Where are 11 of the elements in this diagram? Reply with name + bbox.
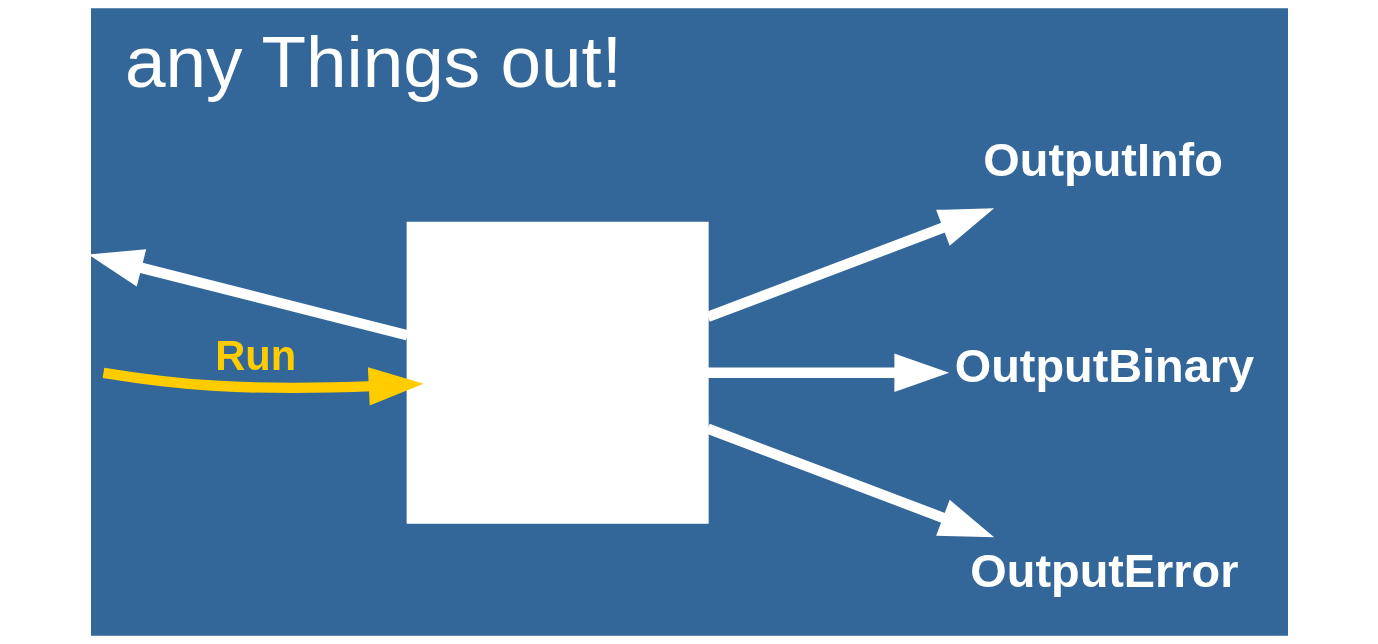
arrow — [90, 249, 409, 341]
diagram-title: any Things out! — [124, 21, 622, 103]
arrow — [705, 423, 994, 538]
node-text: OutputInfo — [982, 133, 1223, 186]
arrow — [102, 367, 424, 406]
node-box — [406, 221, 709, 524]
arrow — [705, 208, 994, 322]
node-text: OutputError — [969, 545, 1238, 598]
node-text: OutputBinary — [954, 339, 1254, 392]
arrow — [707, 353, 949, 392]
edge-label: Run — [214, 331, 296, 379]
